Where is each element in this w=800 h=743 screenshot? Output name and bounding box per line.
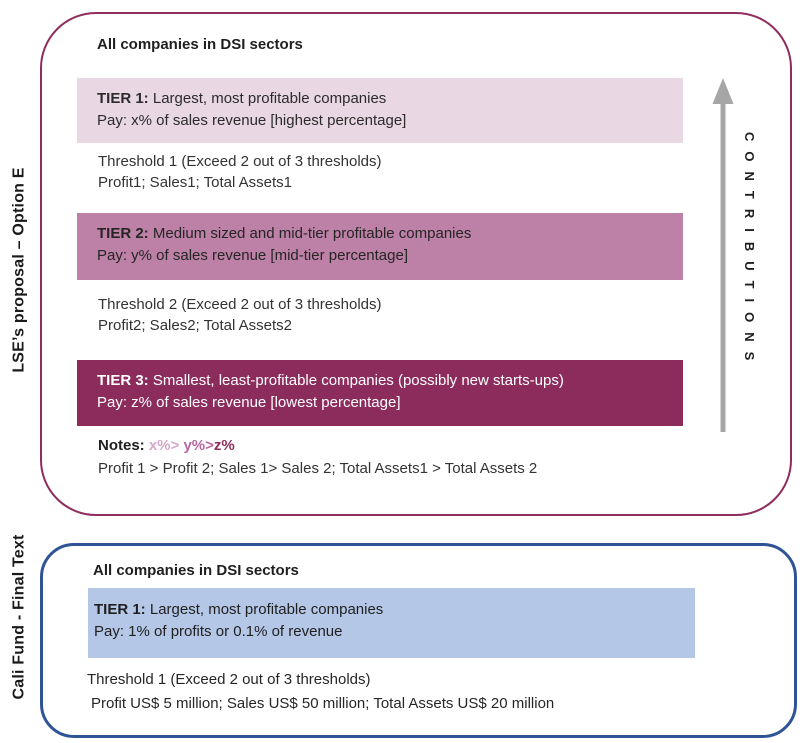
cali-side-label: Cali Fund - Final Text (0, 534, 38, 700)
threshold2-line2: Profit2; Sales2; Total Assets2 (98, 317, 292, 334)
cali-threshold-line2: Profit US$ 5 million; Sales US$ 50 milli… (91, 695, 555, 712)
tier2-label: TIER 2: (97, 225, 149, 242)
tier3-desc: Smallest, least-profitable companies (po… (148, 372, 564, 389)
tier3-pay: Pay: z% of sales revenue [lowest percent… (97, 394, 401, 411)
up-arrow-icon (712, 78, 734, 432)
notes-text: Notes: x%> y%>z% Profit 1 > Profit 2; Sa… (98, 434, 537, 480)
tier3-label: TIER 3: (97, 372, 149, 389)
tier2-line1: TIER 2: Medium sized and mid-tier profit… (97, 223, 671, 245)
tier1-block: TIER 1: Largest, most profitable compani… (77, 78, 683, 143)
tier2-block: TIER 2: Medium sized and mid-tier profit… (77, 213, 683, 280)
cali-threshold-line1: Threshold 1 (Exceed 2 out of 3 threshold… (87, 671, 371, 688)
notes-label: Notes: (98, 437, 149, 454)
notes-x-term: x%> (148, 437, 184, 454)
cali-tier1-block: TIER 1: Largest, most profitable compani… (88, 588, 695, 658)
notes-line2: Profit 1 > Profit 2; Sales 1> Sales 2; T… (98, 460, 538, 477)
tier3-line1: TIER 3: Smallest, least-profitable compa… (97, 370, 671, 392)
cali-threshold-text: Threshold 1 (Exceed 2 out of 3 threshold… (87, 668, 554, 716)
tier3-block: TIER 3: Smallest, least-profitable compa… (77, 360, 683, 426)
cali-tier1-label: TIER 1: (94, 601, 146, 618)
tier1-line1: TIER 1: Largest, most profitable compani… (97, 88, 671, 110)
threshold1-text: Threshold 1 (Exceed 2 out of 3 threshold… (98, 151, 382, 193)
threshold1-line1: Threshold 1 (Exceed 2 out of 3 threshold… (98, 153, 382, 170)
notes-line1: Notes: x%> y%>z% (98, 434, 537, 457)
cali-tier1-pay: Pay: 1% of profits or 0.1% of revenue (94, 623, 343, 640)
tier1-pay: Pay: x% of sales revenue [highest percen… (97, 112, 407, 129)
lse-box-title: All companies in DSI sectors (97, 36, 303, 53)
tier1-label: TIER 1: (97, 90, 149, 107)
tier2-desc: Medium sized and mid-tier profitable com… (148, 225, 472, 242)
cali-tier1-desc: Largest, most profitable companies (145, 601, 384, 618)
notes-y-term: y%> (183, 437, 214, 454)
lse-side-label-text: LSE’s proposal – Option E (11, 167, 29, 373)
tier2-pay: Pay: y% of sales revenue [mid-tier perce… (97, 247, 408, 264)
cali-side-label-text: Cali Fund - Final Text (10, 534, 27, 700)
cali-tier1-line1: TIER 1: Largest, most profitable compani… (94, 599, 685, 621)
cali-fund-box: All companies in DSI sectors TIER 1: Lar… (40, 543, 797, 738)
notes-z-term: z% (213, 437, 235, 454)
threshold2-line1: Threshold 2 (Exceed 2 out of 3 threshold… (98, 296, 382, 313)
lse-side-label: LSE’s proposal – Option E (0, 152, 40, 388)
threshold2-text: Threshold 2 (Exceed 2 out of 3 threshold… (98, 294, 382, 336)
contributions-label: CONTRIBUTIONS (742, 132, 757, 371)
lse-proposal-box: All companies in DSI sectors TIER 1: Lar… (40, 12, 792, 516)
tier1-desc: Largest, most profitable companies (148, 90, 387, 107)
cali-box-title: All companies in DSI sectors (93, 562, 299, 579)
threshold1-line2: Profit1; Sales1; Total Assets1 (98, 174, 292, 191)
